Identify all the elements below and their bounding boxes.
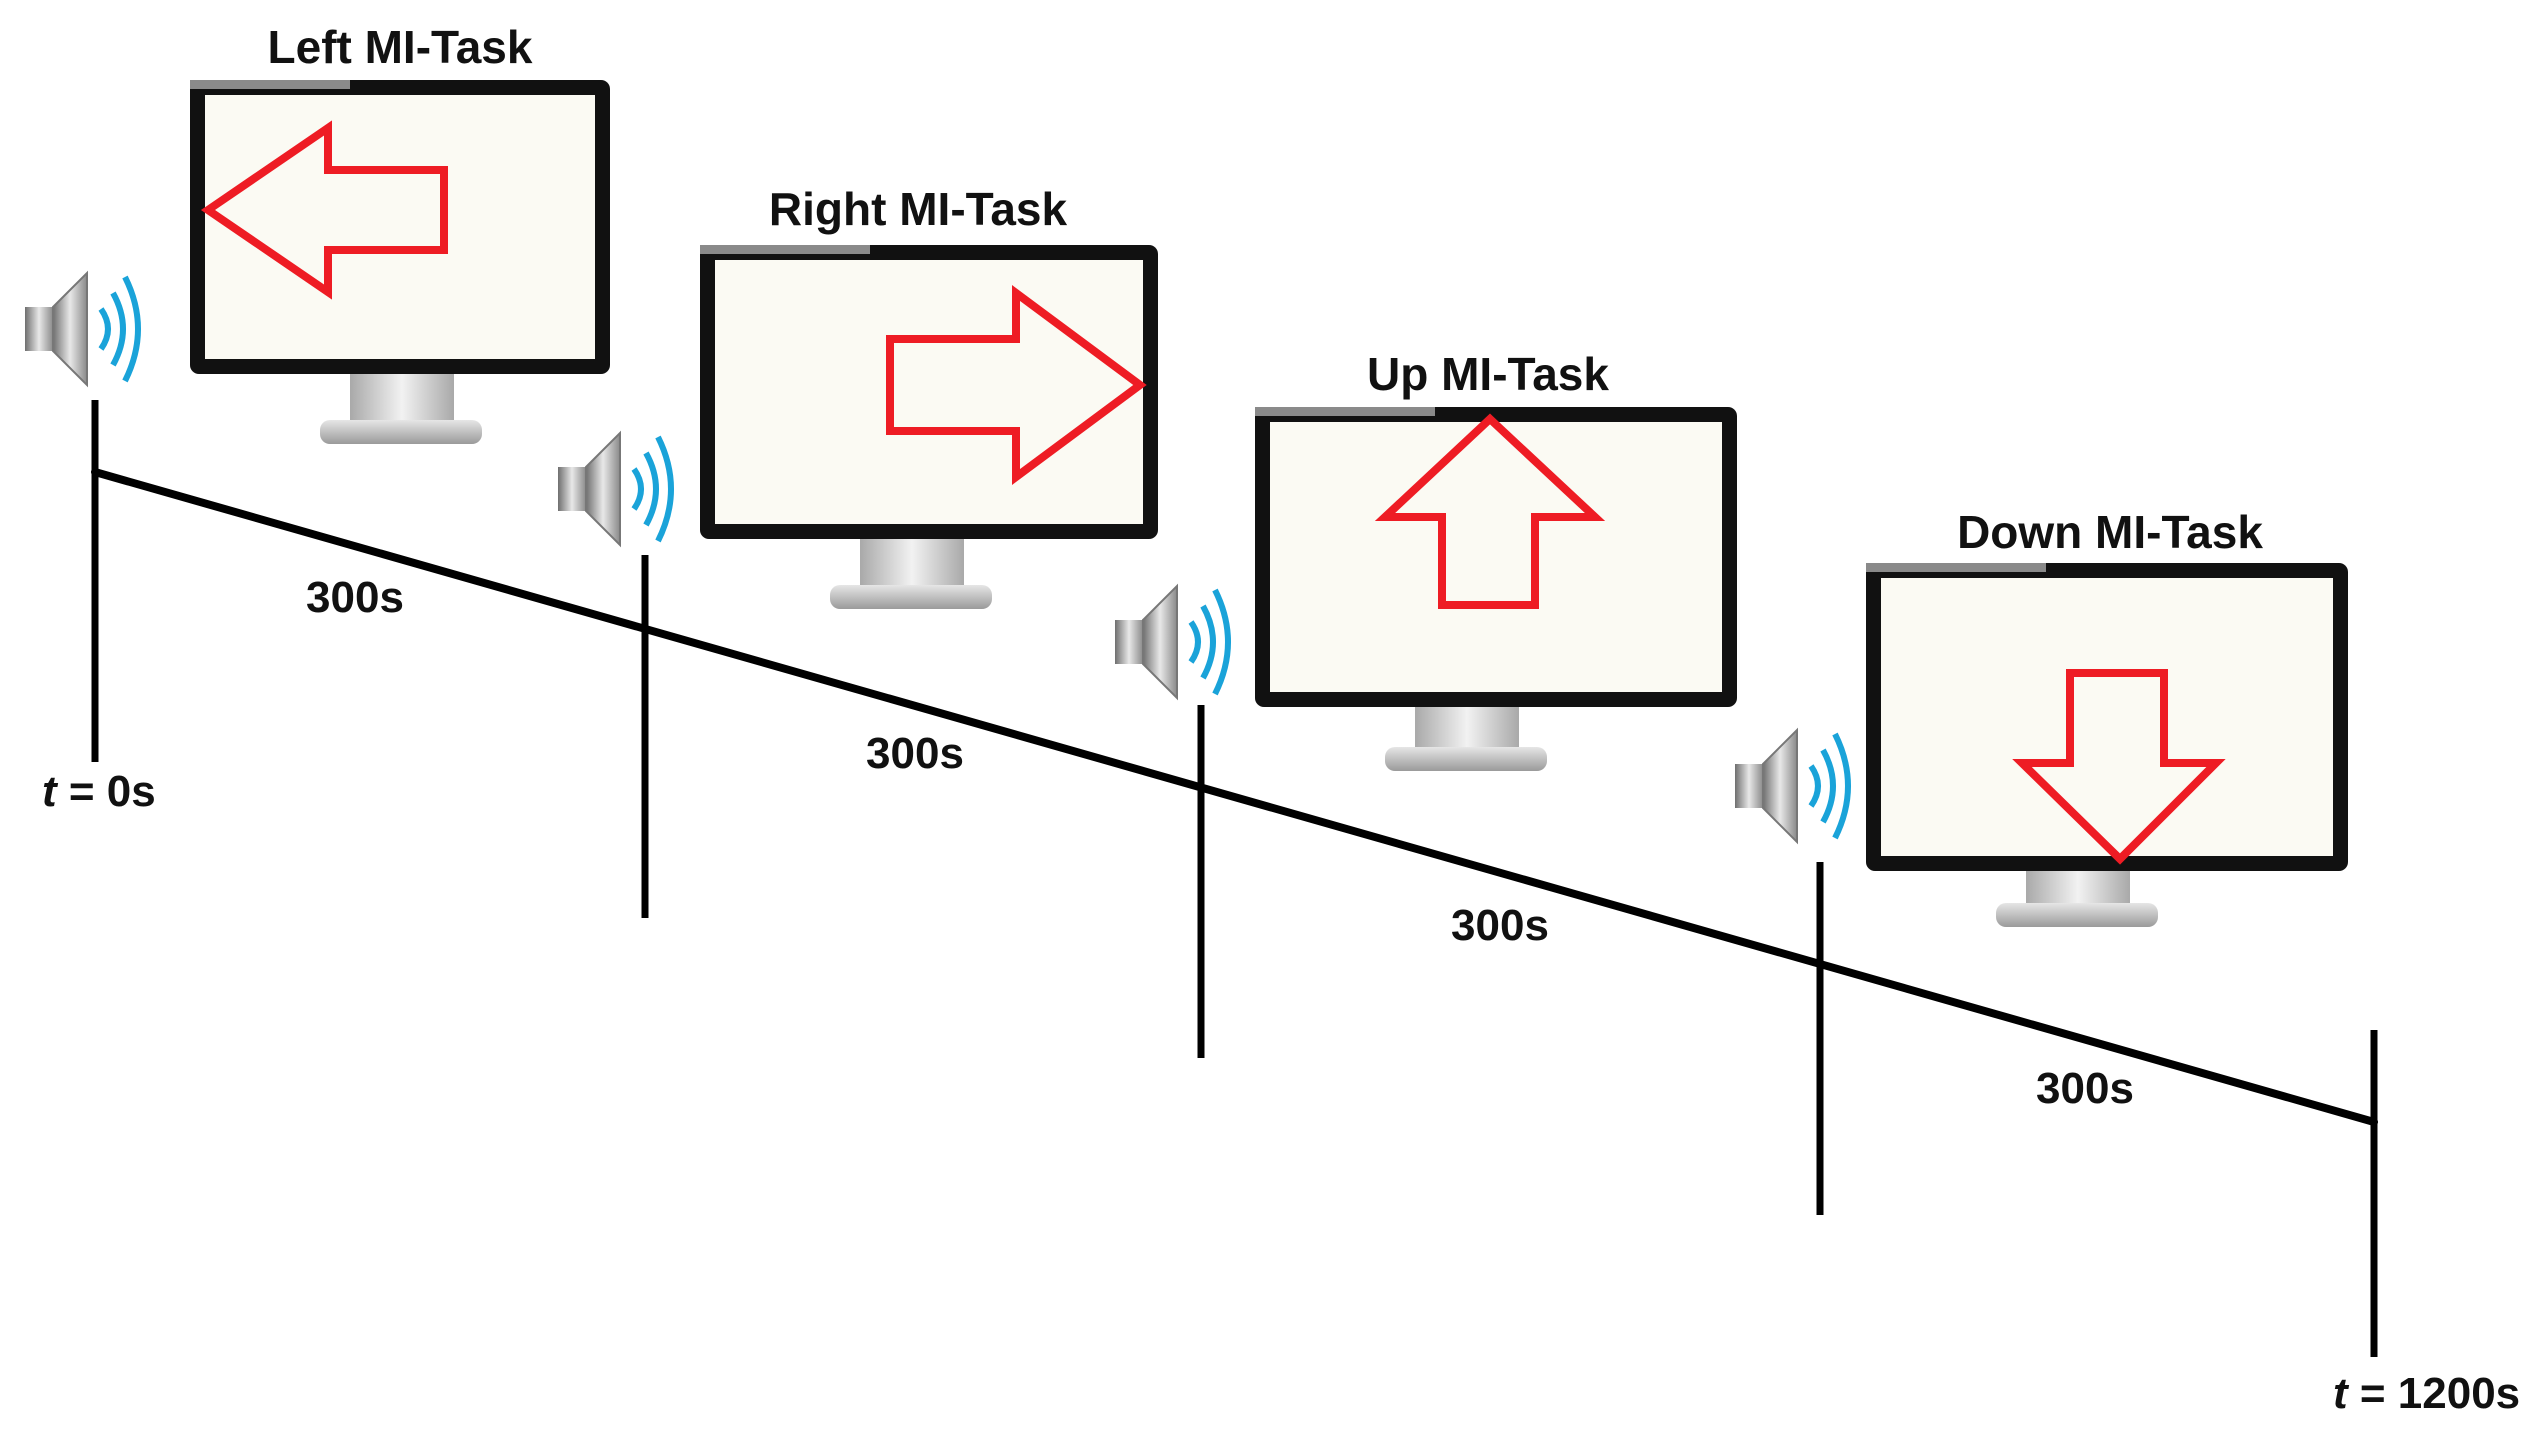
duration-label: 300s: [306, 573, 404, 622]
monitor-up: [1255, 407, 1737, 771]
duration-label: 300s: [2036, 1064, 2134, 1113]
time-start-label: t = 0s: [42, 767, 156, 816]
speaker-icon: [558, 430, 674, 548]
monitor-base: [830, 585, 992, 609]
monitor-bezel-highlight: [1866, 563, 2046, 572]
left-arrow-icon: [200, 120, 448, 300]
task-title-up: Up MI-Task: [1367, 348, 1609, 400]
time-value: = 1200s: [2348, 1369, 2521, 1418]
monitor-screen: [1881, 578, 2333, 856]
time-end-label: t = 1200s: [2333, 1369, 2520, 1418]
task-title-down: Down MI-Task: [1957, 506, 2263, 558]
right-arrow-icon: [886, 285, 1147, 485]
speaker-icon: [1735, 727, 1851, 845]
duration-label: 300s: [866, 729, 964, 778]
down-arrow-icon: [2012, 669, 2226, 865]
monitor-bezel-highlight: [700, 245, 870, 254]
monitor-down: [1866, 563, 2348, 927]
time-var: t: [42, 767, 59, 816]
duration-label: 300s: [1451, 901, 1549, 950]
task-title-left: Left MI-Task: [268, 21, 533, 73]
event-markers: [91, 400, 2378, 1357]
time-value: = 0s: [57, 767, 156, 816]
monitor-screen: [715, 260, 1143, 524]
monitor-bezel-highlight: [1255, 407, 1435, 416]
task-title-right: Right MI-Task: [769, 183, 1068, 235]
speaker-icon: [1115, 583, 1231, 701]
timeline-line: [91, 468, 2378, 1126]
monitor-right: [700, 245, 1158, 609]
monitor-base: [1385, 747, 1547, 771]
up-arrow-icon: [1374, 413, 1606, 609]
monitor-screen: [205, 95, 595, 359]
time-var: t: [2333, 1369, 2350, 1418]
speaker-icon: [25, 270, 141, 388]
monitor-screen: [1270, 422, 1722, 692]
monitor-bezel-highlight: [190, 80, 350, 89]
monitor-base: [320, 420, 482, 444]
monitor-base: [1996, 903, 2158, 927]
monitor-left: [190, 80, 610, 444]
